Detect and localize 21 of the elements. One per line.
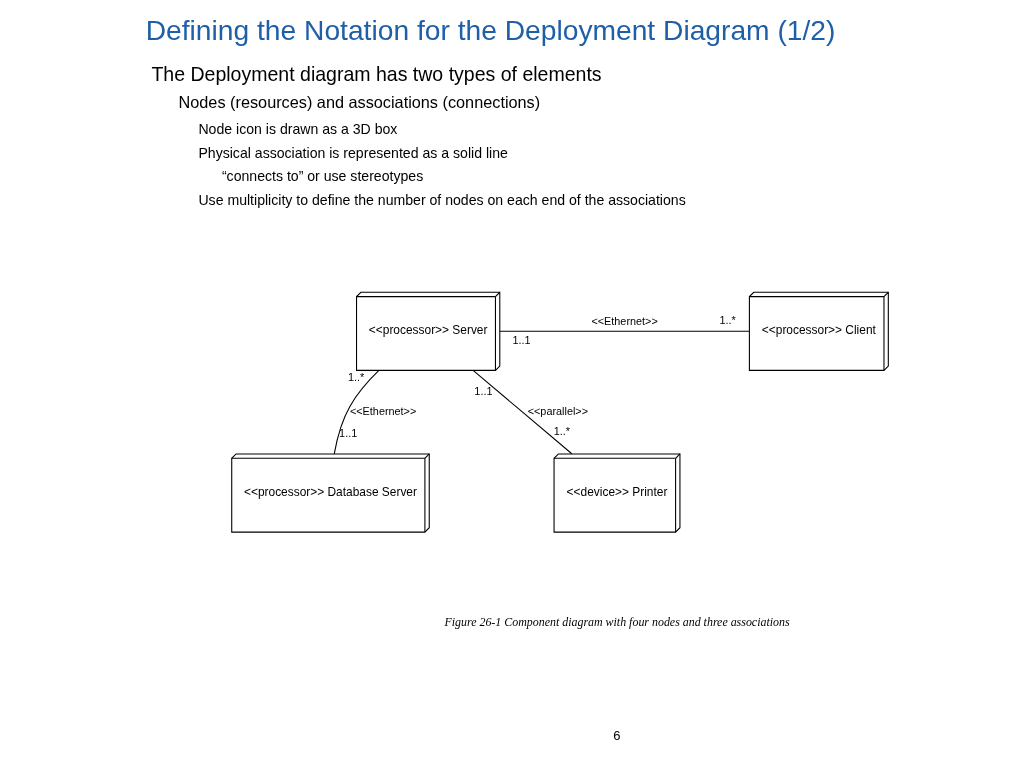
label: The Deployment diagram has two types of elements: [151, 62, 602, 85]
edge-label: <<parallel>>: [527, 404, 588, 417]
label: Physical association is represented as a solid line: [198, 144, 508, 161]
caption: Figure 26-1 Component diagram with four nodes and three associations: [444, 614, 790, 629]
label: 1..1: [339, 426, 358, 439]
connector: [333, 369, 380, 454]
label: 1..1: [512, 333, 531, 346]
label: 6: [613, 726, 621, 742]
label: 1..1: [474, 384, 493, 397]
label: Node icon is drawn as a 3D box: [198, 120, 398, 137]
label: 1..*: [348, 370, 365, 383]
label: 1..*: [553, 424, 570, 437]
label: 1..*: [719, 313, 736, 326]
label: Nodes (resources) and associations (connections): [178, 92, 541, 111]
label: Use multiplicity to define the number of nodes on each end of the associations: [198, 191, 686, 208]
label: “connects to” or use stereotypes: [221, 167, 424, 184]
diagram-title: Defining the Notation for the Deployment Diagram (1/2): [145, 13, 836, 46]
edge-label: <<Ethernet>>: [349, 404, 417, 417]
connector: [499, 330, 750, 332]
edge-label: <<Ethernet>>: [591, 314, 658, 327]
connector: [472, 369, 573, 454]
